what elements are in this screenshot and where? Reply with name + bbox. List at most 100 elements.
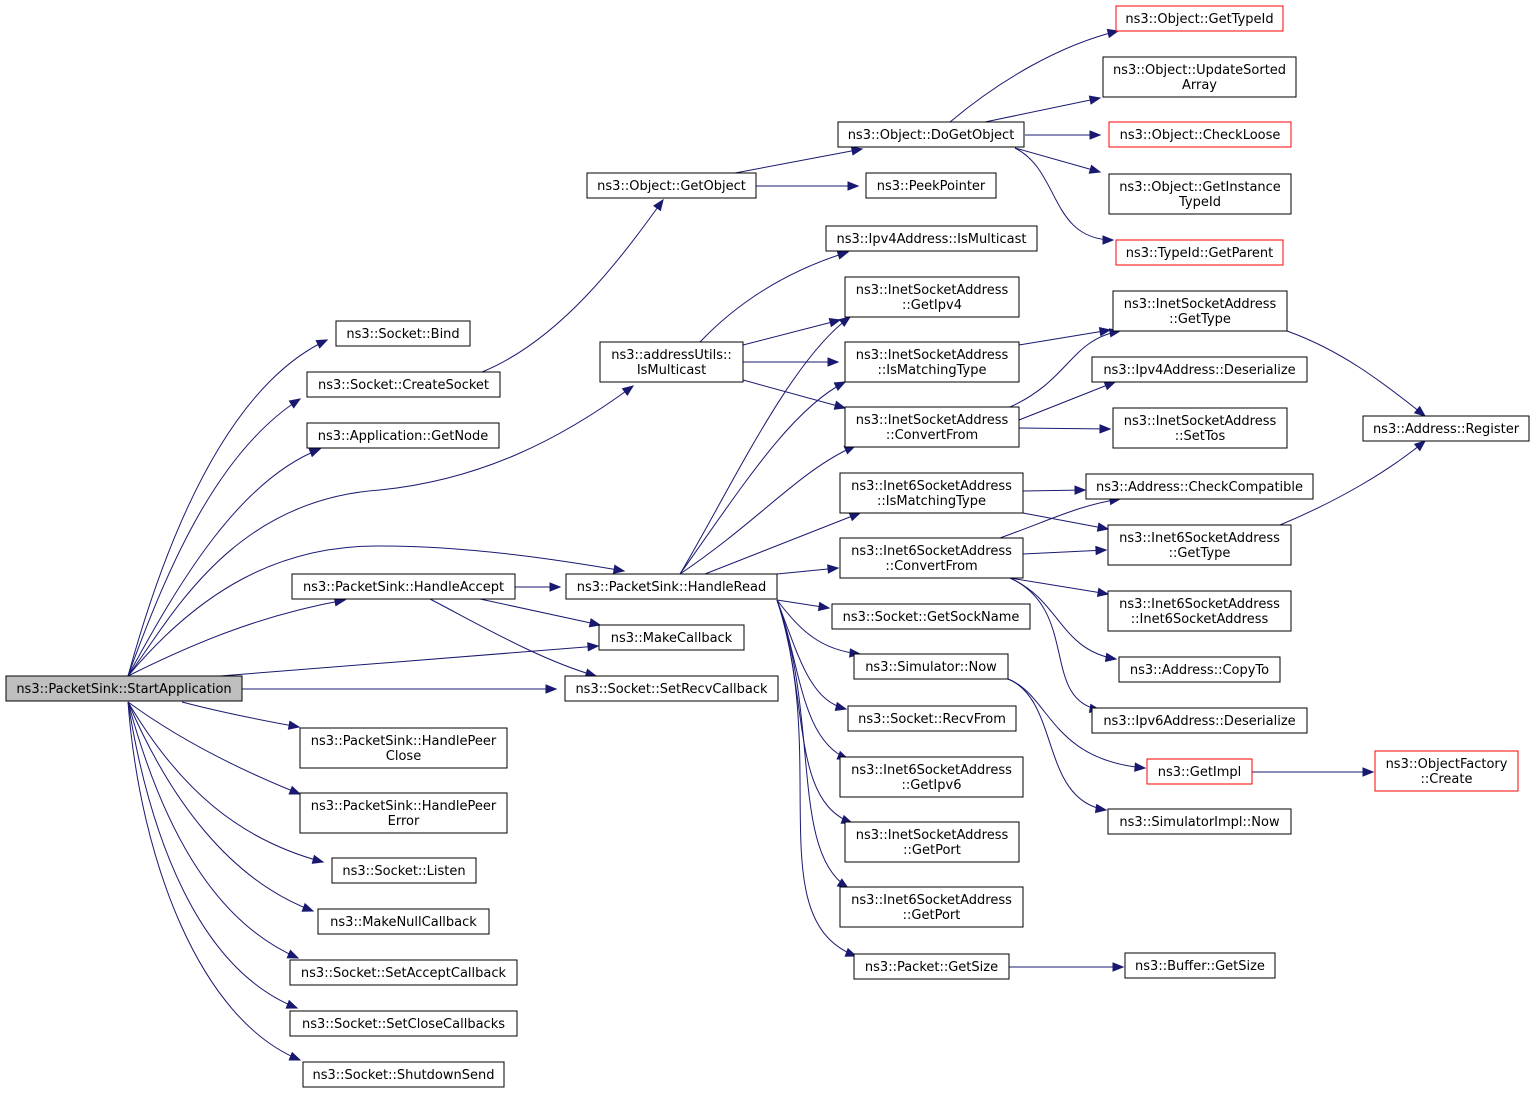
node-doGetObject[interactable]: ns3::Object::DoGetObject: [837, 121, 1025, 148]
node-label: ns3::Ipv4Address::Deserialize: [1103, 363, 1295, 378]
node-label: ns3::Socket::SetRecvCallback: [575, 682, 768, 697]
arrow-head: [1088, 164, 1102, 174]
node-inetSetTos[interactable]: ns3::InetSocketAddress::SetTos: [1112, 407, 1288, 449]
call-edge-inetGetType-to-register: [1286, 330, 1426, 417]
node-label: ns3::addressUtils::: [611, 348, 732, 363]
node-inetIsMatchingType[interactable]: ns3::InetSocketAddress::IsMatchingType: [844, 341, 1020, 383]
node-inet6ConvertFrom[interactable]: ns3::Inet6SocketAddress::ConvertFrom: [839, 537, 1024, 579]
call-edge-start-to-createSocket: [127, 398, 301, 677]
node-box: [839, 472, 1024, 514]
arrow-head: [1096, 522, 1110, 532]
node-inetGetPort[interactable]: ns3::InetSocketAddress::GetPort: [844, 821, 1020, 863]
node-ipv4Deserialize[interactable]: ns3::Ipv4Address::Deserialize: [1091, 356, 1308, 383]
node-setCloseCallbacks[interactable]: ns3::Socket::SetCloseCallbacks: [289, 1010, 518, 1037]
call-edge-start-to-handleRead: [127, 545, 625, 677]
node-makeNullCallback[interactable]: ns3::MakeNullCallback: [317, 908, 490, 935]
node-box: [1115, 5, 1284, 32]
node-inetConvertFrom[interactable]: ns3::InetSocketAddress::ConvertFrom: [844, 406, 1020, 448]
node-label: ns3::Ipv4Address::IsMulticast: [837, 232, 1027, 247]
node-label: ns3::SimulatorImpl::Now: [1119, 815, 1280, 830]
node-getObject[interactable]: ns3::Object::GetObject: [586, 172, 757, 199]
node-label: ns3::Packet::GetSize: [865, 960, 998, 975]
node-box: [865, 172, 997, 199]
node-box: [1374, 750, 1519, 792]
node-factoryCreate[interactable]: ns3::ObjectFactory::Create: [1374, 750, 1519, 792]
node-label: ns3::Address::Register: [1373, 422, 1520, 437]
node-copyTo[interactable]: ns3::Address::CopyTo: [1118, 656, 1281, 683]
call-edge-getObject-to-doGetObject: [734, 148, 863, 174]
call-edge-inet6ConvertFrom-to-inet6GetType: [1022, 549, 1107, 555]
node-box: [289, 959, 518, 986]
node-handleAccept[interactable]: ns3::PacketSink::HandleAccept: [291, 573, 516, 600]
arrow-head: [817, 601, 831, 612]
node-inetGetType[interactable]: ns3::InetSocketAddress::GetType: [1112, 290, 1288, 332]
arrow-head: [844, 947, 858, 957]
node-label: ns3::Socket::CreateSocket: [318, 378, 489, 393]
node-getSockName[interactable]: ns3::Socket::GetSockName: [831, 603, 1031, 630]
node-listen[interactable]: ns3::Socket::Listen: [331, 857, 477, 884]
node-getImpl[interactable]: ns3::GetImpl: [1146, 758, 1253, 785]
node-ipv4IsMulticast[interactable]: ns3::Ipv4Address::IsMulticast: [825, 225, 1038, 252]
node-createSocket[interactable]: ns3::Socket::CreateSocket: [306, 371, 501, 398]
node-ipv6Deserialize[interactable]: ns3::Ipv6Address::Deserialize: [1091, 707, 1308, 734]
node-handleRead[interactable]: ns3::PacketSink::HandleRead: [565, 573, 778, 600]
node-box: [5, 675, 243, 702]
node-inet6GetType[interactable]: ns3::Inet6SocketAddress::GetType: [1107, 524, 1292, 566]
call-edge-inet6ConvertFrom-to-inet6Ctor: [1009, 577, 1109, 595]
node-label: ::Create: [1421, 772, 1473, 787]
node-inet6Ctor[interactable]: ns3::Inet6SocketAddress::Inet6SocketAddr…: [1107, 590, 1292, 632]
node-getParent[interactable]: ns3::TypeId::GetParent: [1115, 239, 1284, 266]
node-box: [853, 953, 1010, 980]
node-box: [302, 1061, 505, 1088]
node-simImplNow[interactable]: ns3::SimulatorImpl::Now: [1107, 808, 1292, 835]
node-label: ns3::Object::GetObject: [597, 179, 746, 194]
arrow-head: [288, 398, 302, 409]
node-bind[interactable]: ns3::Socket::Bind: [335, 320, 471, 347]
node-box: [299, 792, 508, 834]
node-shutdownSend[interactable]: ns3::Socket::ShutdownSend: [302, 1061, 505, 1088]
node-label: ::GetIpv4: [902, 298, 962, 313]
call-edge-start-to-handlePeerClose: [181, 701, 300, 728]
node-start[interactable]: ns3::PacketSink::StartApplication: [5, 675, 243, 702]
arrow-head: [1099, 424, 1112, 434]
arrow-head: [850, 146, 864, 156]
node-recvFrom[interactable]: ns3::Socket::RecvFrom: [847, 705, 1017, 732]
node-getNode[interactable]: ns3::Application::GetNode: [306, 422, 500, 449]
call-edge-start-to-makeNullCallback: [127, 701, 314, 912]
node-inet6GetIpv6[interactable]: ns3::Inet6SocketAddress::GetIpv6: [839, 756, 1024, 798]
node-box: [1362, 415, 1530, 442]
arrow-head: [847, 181, 860, 191]
call-edge-handleRead-to-inetIsMatchingType: [679, 381, 846, 575]
node-label: ns3::Object::GetTypeId: [1125, 12, 1273, 27]
node-setAcceptCallback[interactable]: ns3::Socket::SetAcceptCallback: [289, 959, 518, 986]
node-setRecvCallback[interactable]: ns3::Socket::SetRecvCallback: [564, 675, 779, 702]
arrow-head: [301, 902, 315, 912]
node-box: [291, 573, 516, 600]
node-simNow[interactable]: ns3::Simulator::Now: [853, 653, 1009, 680]
node-inet6GetPort[interactable]: ns3::Inet6SocketAddress::GetPort: [839, 886, 1024, 928]
node-label: ns3::Object::DoGetObject: [848, 128, 1015, 143]
node-bufferGetSize[interactable]: ns3::Buffer::GetSize: [1124, 952, 1276, 979]
node-inet6IsMatchingType[interactable]: ns3::Inet6SocketAddress::IsMatchingType: [839, 472, 1024, 514]
node-packetGetSize[interactable]: ns3::Packet::GetSize: [853, 953, 1010, 980]
node-inetGetIpv4[interactable]: ns3::InetSocketAddress::GetIpv4: [844, 276, 1020, 318]
node-box: [1108, 121, 1292, 148]
call-edge-start-to-isMulticastUtils: [127, 385, 634, 677]
node-makeCallback[interactable]: ns3::MakeCallback: [598, 624, 745, 651]
node-label: ns3::PacketSink::HandlePeer: [311, 799, 497, 814]
node-register[interactable]: ns3::Address::Register: [1362, 415, 1530, 442]
arrow-head: [1098, 327, 1112, 337]
node-isMulticastUtils[interactable]: ns3::addressUtils::IsMulticast: [599, 341, 744, 383]
node-checkCompatible[interactable]: ns3::Address::CheckCompatible: [1085, 473, 1314, 500]
arrow-head: [1106, 28, 1120, 39]
arrow-head: [833, 381, 847, 391]
node-checkLoose[interactable]: ns3::Object::CheckLoose: [1108, 121, 1292, 148]
node-peekPointer[interactable]: ns3::PeekPointer: [865, 172, 997, 199]
node-label: ns3::Inet6SocketAddress: [851, 763, 1012, 778]
node-getTypeId[interactable]: ns3::Object::GetTypeId: [1115, 5, 1284, 32]
